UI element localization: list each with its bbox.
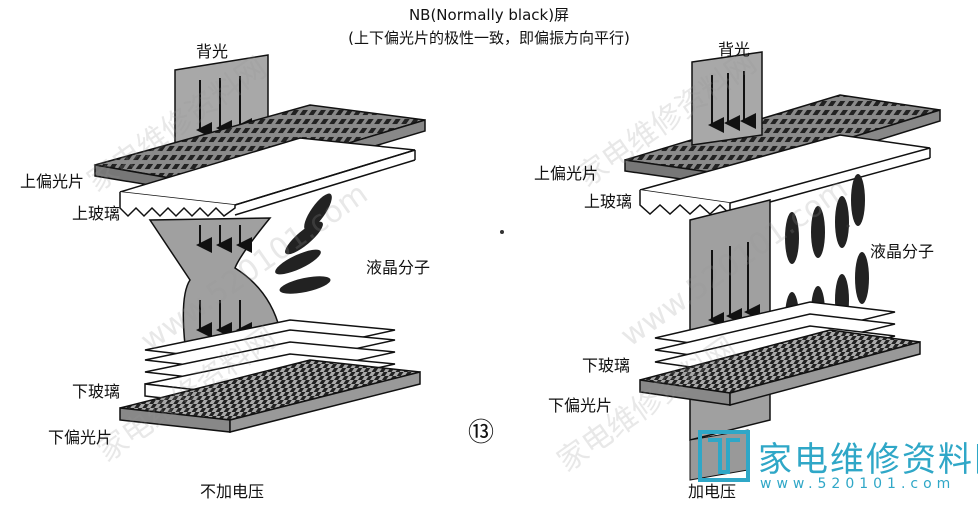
right-lower-polarizer-label: 下偏光片 — [548, 396, 613, 415]
right-lower-polarizer — [639, 329, 921, 406]
left-lower-polarizer — [119, 359, 421, 433]
left-upper-glass-label: 上玻璃 — [72, 204, 121, 223]
left-lc-label: 液晶分子 — [366, 258, 431, 277]
left-caption: 不加电压 — [200, 482, 265, 501]
diagram-title: NB(Normally black)屏 — [408, 6, 570, 24]
left-upper-glass — [119, 137, 416, 218]
left-backlight-arrows — [196, 76, 252, 138]
logo-icon — [698, 430, 750, 482]
right-backlight-arrows — [708, 71, 756, 133]
left-diagram — [94, 54, 426, 433]
left-funnel-arrows — [196, 225, 252, 338]
logo-url: www.520101.com — [760, 476, 956, 492]
diagram-subtitle: (上下偏光片的极性一致，即偏振方向平行) — [348, 29, 630, 47]
right-upper-glass — [639, 134, 931, 216]
left-upper-polarizer-label: 上偏光片 — [20, 172, 85, 191]
left-lower-polarizer-label: 下偏光片 — [48, 428, 113, 447]
right-column-arrows — [708, 242, 760, 328]
right-upper-polarizer-label: 上偏光片 — [534, 164, 599, 183]
right-backlight-label: 背光 — [718, 40, 751, 59]
right-diagram — [624, 51, 941, 481]
right-caption: 加电压 — [688, 482, 737, 501]
left-backlight-label: 背光 — [196, 42, 229, 61]
right-upper-glass-label: 上玻璃 — [584, 192, 633, 211]
figure-number: ⑬ — [468, 418, 495, 448]
right-lower-glass-label: 下玻璃 — [582, 356, 631, 375]
logo-text: 家电维修资料网 — [758, 440, 978, 480]
left-lower-glass-label: 下玻璃 — [72, 382, 121, 401]
right-lc-label: 液晶分子 — [870, 242, 935, 261]
